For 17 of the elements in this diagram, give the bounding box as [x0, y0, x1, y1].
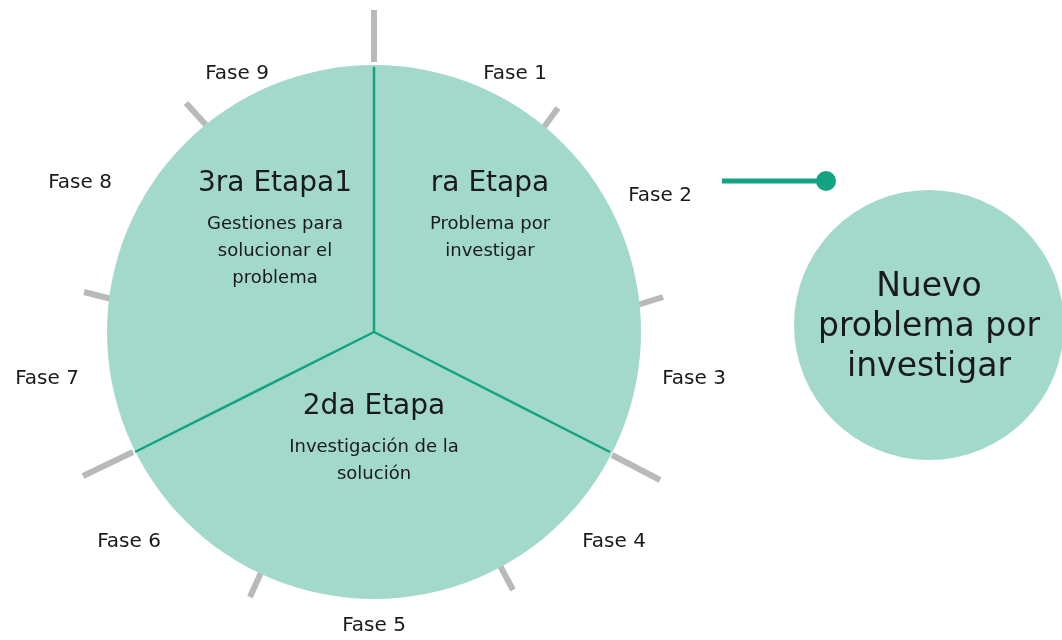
stage-description: Investigación de la solución	[288, 434, 460, 485]
stage-title: 3ra Etapa1	[198, 165, 352, 199]
phase-label: Fase 1	[483, 60, 547, 84]
phase-label: Fase 8	[48, 169, 112, 193]
node-title: Nuevo problema por investigar	[817, 265, 1041, 385]
stage-description: Problema por investigar	[428, 211, 552, 262]
stage-title: ra Etapa	[430, 165, 550, 199]
phase-label: Fase 9	[205, 60, 269, 84]
phase-label: Fase 4	[582, 528, 646, 552]
stage-title: 2da Etapa	[302, 388, 446, 422]
phase-label: Fase 3	[662, 365, 726, 389]
phase-label: Fase 7	[15, 365, 79, 389]
phase-label: Fase 6	[97, 528, 161, 552]
phase-label: Fase 5	[342, 612, 406, 636]
connector-line	[722, 171, 836, 191]
phase-label: Fase 2	[628, 182, 692, 206]
stage-description: Gestiones para solucionar el problema	[206, 211, 344, 289]
